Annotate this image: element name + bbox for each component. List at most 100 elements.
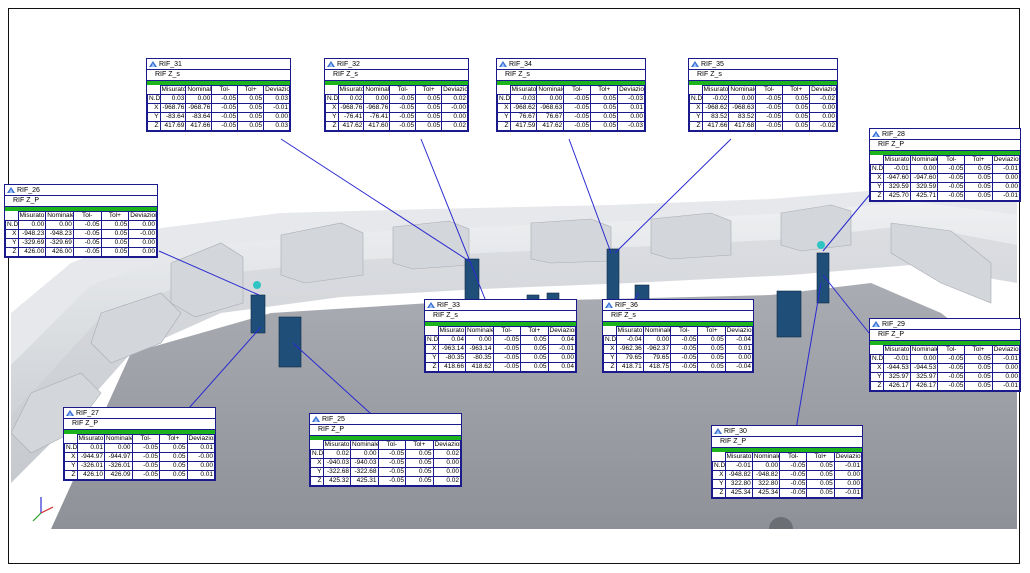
table-cell: 0.04 bbox=[547, 335, 576, 345]
table-cell: -0.01 bbox=[991, 164, 1021, 174]
measurement-label-rif32[interactable]: RIF_32 RIF Z_s MisuratoNominaleTol-Tol+D… bbox=[324, 58, 469, 132]
table-cell: -0.03 bbox=[617, 94, 645, 104]
table-cell: -968.63 bbox=[536, 103, 565, 113]
column-header: Tol- bbox=[492, 326, 521, 336]
table-row: N.D.0.020.00-0.050.050.02 bbox=[310, 449, 461, 459]
feature-point-icon bbox=[149, 60, 157, 67]
table-cell: -0.05 bbox=[937, 164, 966, 174]
table-cell: -948.23 bbox=[17, 229, 47, 239]
label-feature: RIF Z_P bbox=[712, 437, 862, 448]
table-cell: -0.00 bbox=[441, 103, 468, 113]
table-cell: -0.01 bbox=[833, 461, 863, 471]
status-bar bbox=[497, 81, 645, 85]
table-cell: 425.71 bbox=[909, 191, 939, 201]
row-key: Z bbox=[712, 488, 726, 498]
label-title: RIF_35 bbox=[701, 60, 724, 68]
table-cell: 0.00 bbox=[17, 220, 47, 230]
table-cell: -968.63 bbox=[728, 103, 757, 113]
row-key: N.D. bbox=[689, 94, 703, 104]
table-cell: 0.04 bbox=[437, 335, 466, 345]
column-header: Tol- bbox=[937, 155, 966, 165]
table-cell: -76.41 bbox=[337, 112, 365, 122]
table-cell: 0.05 bbox=[405, 467, 434, 477]
table-cell: 417.66 bbox=[185, 121, 213, 131]
table-cell: 0.00 bbox=[991, 173, 1021, 183]
table-row: N.D.0.000.00-0.050.050.00 bbox=[5, 220, 157, 230]
table-cell: -0.05 bbox=[492, 335, 521, 345]
column-header: Nominale bbox=[909, 155, 939, 165]
table-cell: 0.04 bbox=[547, 362, 576, 372]
table-cell: -322.68 bbox=[350, 467, 379, 477]
table-cell: 418.66 bbox=[437, 362, 466, 372]
table-cell: 0.01 bbox=[186, 470, 215, 480]
table-cell: -962.37 bbox=[642, 344, 672, 354]
column-header: Misurato bbox=[509, 85, 538, 95]
table-cell: 0.05 bbox=[520, 344, 549, 354]
table-cell: 0.05 bbox=[159, 470, 188, 480]
table-corner-cell bbox=[689, 85, 703, 95]
table-corner-cell bbox=[64, 434, 78, 444]
table-cell: 0.02 bbox=[432, 476, 461, 486]
measurement-label-rif31[interactable]: RIF_31 RIF Z_s MisuratoNominaleTol-Tol+D… bbox=[146, 58, 291, 132]
table-cell: -0.00 bbox=[128, 229, 157, 239]
table-cell: 0.05 bbox=[100, 229, 130, 239]
table-cell: -0.05 bbox=[492, 362, 521, 372]
table-cell: -0.04 bbox=[724, 335, 754, 345]
column-header: Tol+ bbox=[100, 211, 130, 221]
feature-point-icon bbox=[327, 60, 335, 67]
table-cell: -322.68 bbox=[322, 467, 351, 477]
feature-point-icon bbox=[66, 409, 74, 416]
label-title: RIF_32 bbox=[337, 60, 360, 68]
status-bar bbox=[325, 81, 468, 85]
table-cell: -0.05 bbox=[211, 94, 239, 104]
table-cell: 0.01 bbox=[617, 103, 645, 113]
column-header: Deviazione bbox=[991, 155, 1021, 165]
table-cell: 0.00 bbox=[728, 94, 757, 104]
column-header: Tol- bbox=[377, 440, 406, 450]
status-bar bbox=[5, 207, 157, 211]
table-cell: 0.01 bbox=[76, 443, 105, 453]
table-cell: -0.05 bbox=[755, 103, 784, 113]
table-cell: 0.00 bbox=[909, 354, 939, 364]
label-feature: RIF Z_s bbox=[425, 311, 576, 322]
status-bar bbox=[870, 151, 1020, 155]
label-title: RIF_25 bbox=[322, 415, 345, 423]
measurement-table: MisuratoNominaleTol-Tol+DeviazioneN.D.-0… bbox=[712, 452, 863, 498]
table-cell: -76.41 bbox=[363, 112, 391, 122]
table-cell: 418.62 bbox=[465, 362, 494, 372]
table-cell: -963.14 bbox=[437, 344, 466, 354]
table-cell: -940.03 bbox=[350, 458, 379, 468]
table-cell: 0.05 bbox=[520, 353, 549, 363]
label-title: RIF_34 bbox=[509, 60, 532, 68]
column-header: Tol- bbox=[72, 211, 102, 221]
table-cell: 426.00 bbox=[17, 247, 47, 257]
column-header: Deviazione bbox=[617, 85, 645, 95]
feature-point-icon bbox=[872, 320, 880, 327]
table-cell: 425.31 bbox=[350, 476, 379, 486]
table-cell: 417.62 bbox=[337, 121, 365, 131]
table-cell: 425.70 bbox=[882, 191, 911, 201]
table-cell: -0.01 bbox=[724, 461, 753, 471]
table-cell: -0.02 bbox=[701, 94, 730, 104]
column-header: Deviazione bbox=[186, 434, 215, 444]
table-cell: -0.05 bbox=[211, 103, 239, 113]
table-cell: -0.05 bbox=[779, 488, 808, 498]
feature-point-icon bbox=[312, 415, 320, 422]
